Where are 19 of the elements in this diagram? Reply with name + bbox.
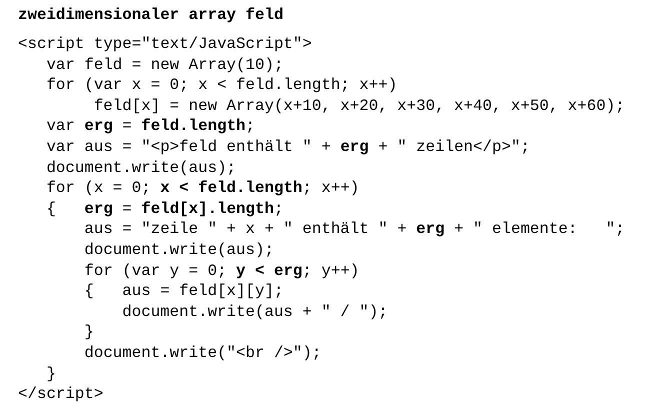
code-line: { erg = feld[x].length; xyxy=(46,198,284,220)
code-line: document.write(aus); xyxy=(46,158,236,178)
code-line: var aus = "<p>feld enthält " + erg + " zeilen</p>"; xyxy=(46,137,530,158)
code-heading: zweidimensionaler array feld xyxy=(18,5,284,26)
code-line: </script> xyxy=(18,384,104,405)
code-line: { aus = feld[x][y]; xyxy=(84,281,284,302)
code-line: } xyxy=(46,364,56,384)
code-line: <script type="text/JavaScript"> xyxy=(18,34,312,55)
code-line: document.write(aus + " / "); xyxy=(122,302,388,322)
code-line: } xyxy=(84,322,94,343)
code-line: for (x = 0; x < feld.length; x++) xyxy=(46,178,360,199)
code-line: document.write("<br />"); xyxy=(84,343,322,364)
code-line: document.write(aus); xyxy=(84,240,274,261)
code-line: var feld = new Array(10); xyxy=(46,54,284,76)
code-line: feld[x] = new Array(x+10, x+20, x+30, x+40, x+50, x+60); xyxy=(94,96,625,116)
code-line: var erg = feld.length; xyxy=(46,116,256,137)
code-line: aus = "zeile " + x + " enthält " + erg + " elemente: "; xyxy=(84,219,625,240)
code-line: for (var x = 0; x < feld.length; x++) xyxy=(46,75,398,96)
code-line: for (var y = 0; y < erg; y++) xyxy=(84,260,360,282)
